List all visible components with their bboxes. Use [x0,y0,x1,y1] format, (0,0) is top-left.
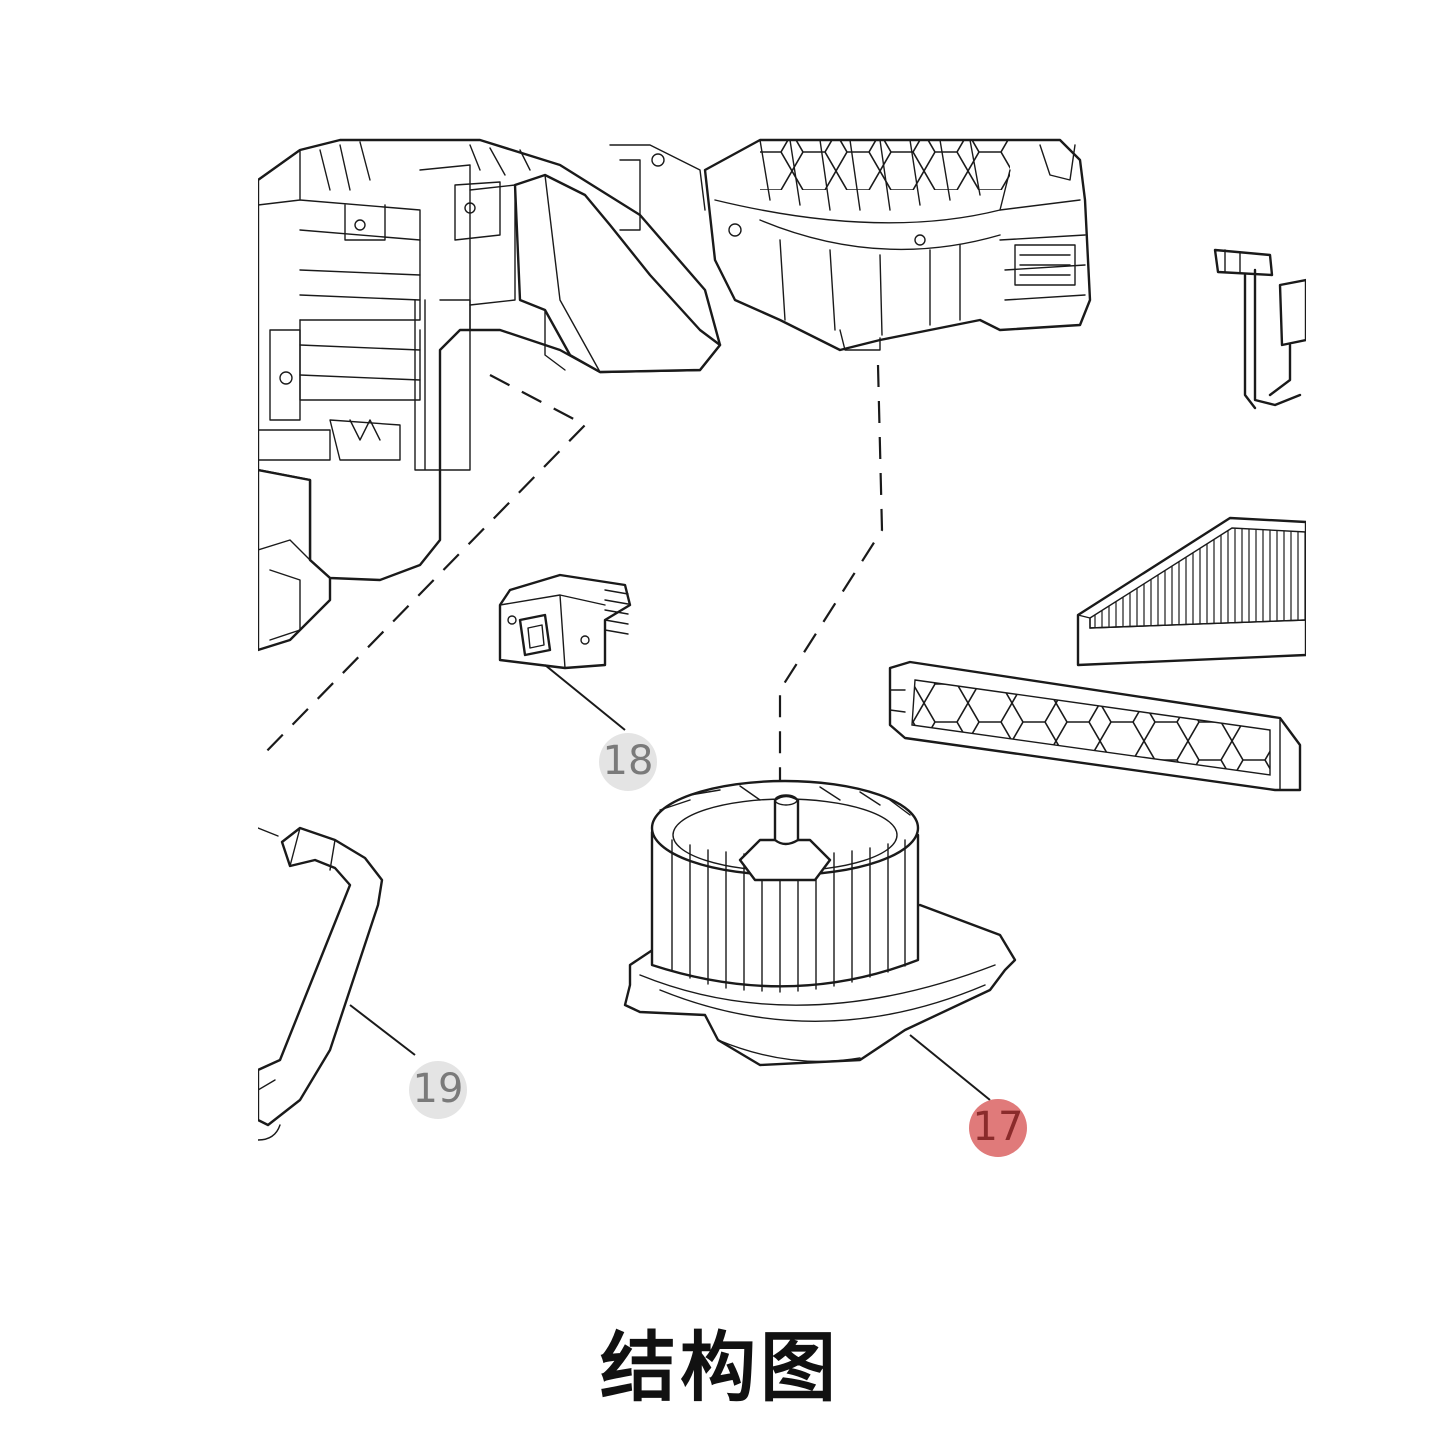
leader-line-18 [544,664,626,731]
assembly-dashed-lines [258,364,884,780]
blower-resistor [498,573,632,670]
svg-text:18: 18 [603,738,654,784]
blower-housing [703,138,1092,352]
filter-grille-cover [888,660,1302,792]
svg-text:19: 19 [413,1066,464,1112]
callout-17: 17 [969,1099,1027,1157]
heater-hose [258,826,384,1141]
caption-title: 结构图 [600,1323,840,1412]
blower-motor [623,779,1017,1067]
cabin-air-filter [1076,516,1306,667]
hvac-housing [258,138,722,652]
leader-line-19 [349,1004,416,1056]
svg-text:17: 17 [973,1104,1024,1150]
callout-19: 19 [409,1061,467,1119]
wiring-harness [1213,248,1306,410]
callout-18: 18 [599,733,657,791]
leader-line-17 [909,1034,991,1101]
